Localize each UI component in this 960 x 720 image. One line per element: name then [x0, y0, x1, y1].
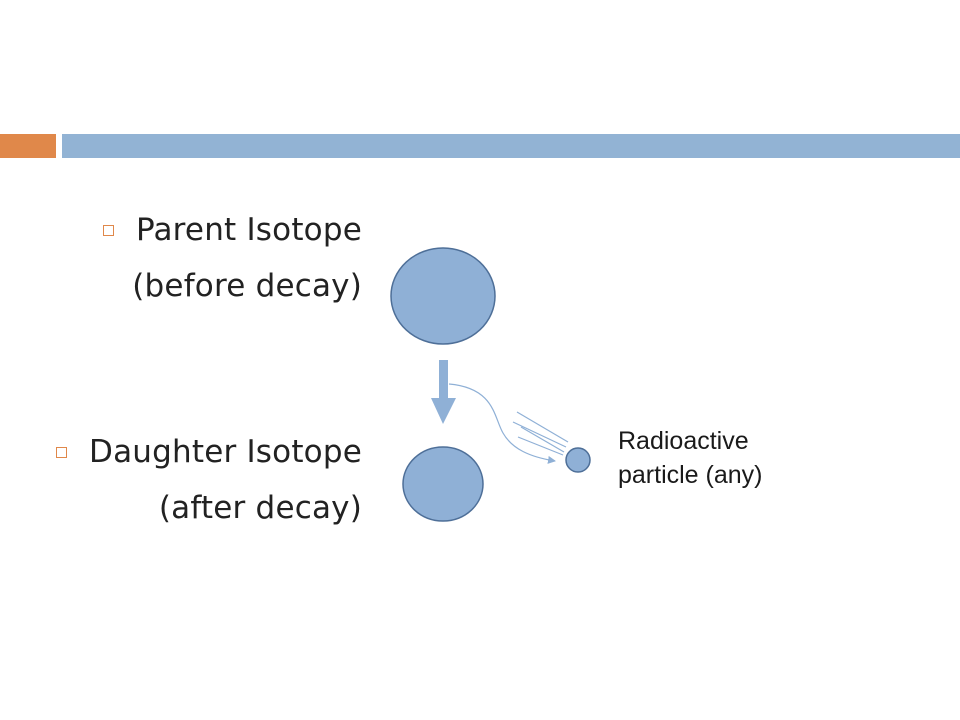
- parent-isotope-sublabel: (before decay): [132, 268, 362, 304]
- particle-trajectory: [448, 383, 569, 464]
- hollow-square-bullet-icon: [56, 446, 67, 458]
- motion-line: [516, 411, 569, 443]
- parent-isotope-circle: [390, 247, 496, 345]
- daughter-isotope-sublabel: (after decay): [158, 490, 362, 526]
- motion-line: [517, 436, 564, 456]
- trajectory-curve: [448, 383, 556, 464]
- daughter-isotope-circle: [402, 446, 484, 522]
- bullet-parent-isotope: Parent Isotope: [102, 212, 362, 248]
- header-bar: [62, 134, 960, 158]
- radioactive-particle: [565, 447, 591, 473]
- hollow-square-bullet-icon: [102, 224, 114, 236]
- particle-label-line1: Radioactive: [618, 427, 749, 455]
- daughter-isotope-label: Daughter Isotope: [89, 434, 362, 470]
- motion-line: [512, 421, 567, 448]
- bullet-daughter-isotope: Daughter Isotope: [56, 434, 362, 470]
- motion-line: [520, 426, 565, 453]
- decay-arrow-icon: [431, 360, 456, 424]
- particle-label-line2: particle (any): [618, 461, 763, 489]
- radioactive-particle-label: Radioactive particle (any): [618, 424, 763, 492]
- parent-isotope-label: Parent Isotope: [135, 212, 362, 248]
- header-accent-bar: [0, 134, 56, 158]
